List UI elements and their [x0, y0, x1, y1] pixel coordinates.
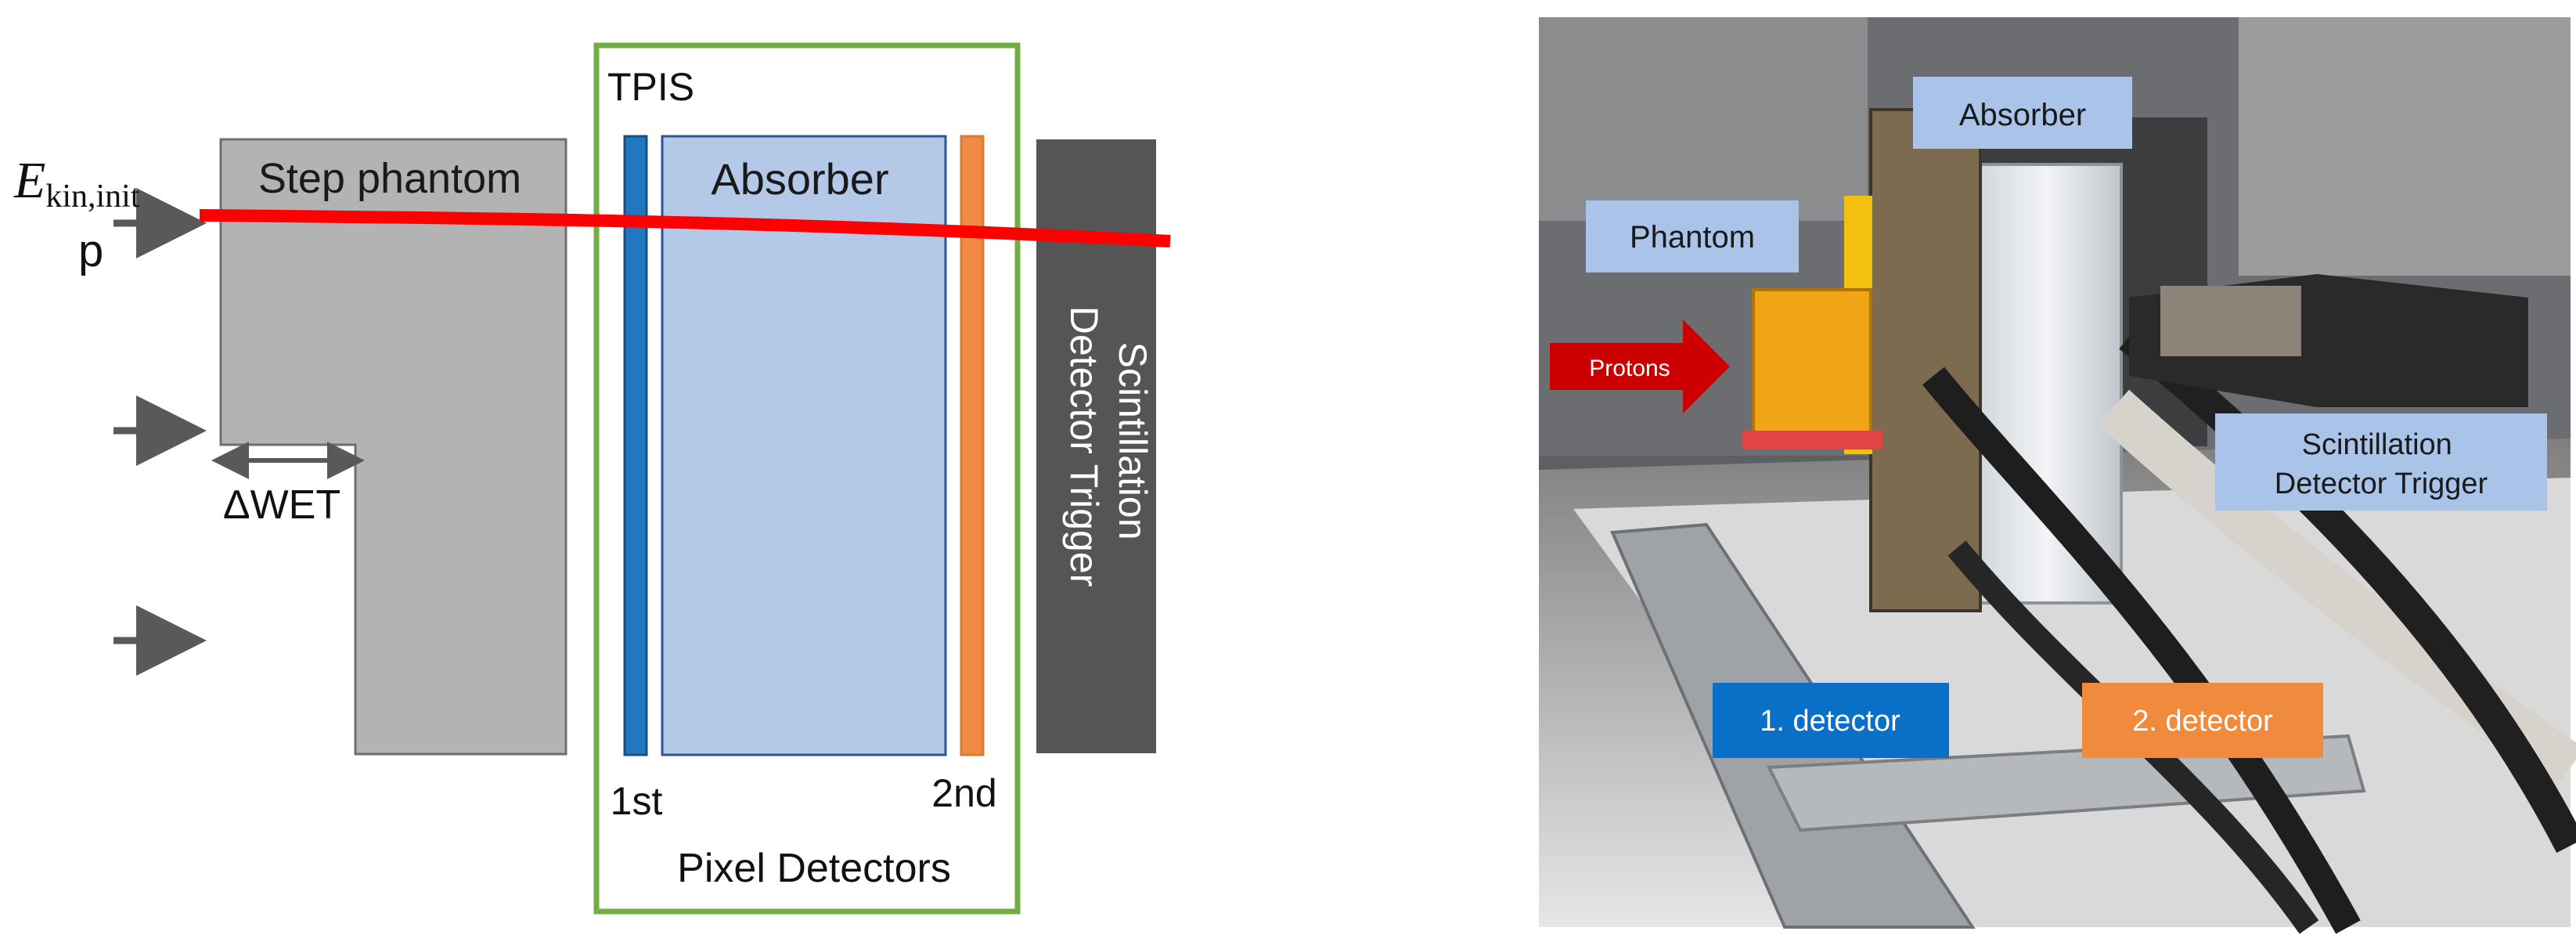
absorber — [661, 135, 947, 756]
photo-label-trigger-line1: Scintillation — [2302, 428, 2452, 461]
step-phantom — [219, 138, 567, 756]
photo-scintillator-cap — [2160, 286, 2301, 356]
phantom-label: Step phantom — [258, 155, 521, 202]
detector-2-label: 2nd — [931, 771, 996, 815]
photo-phantom-cube — [1752, 288, 1872, 440]
trigger-label-line2: Detector Trigger — [1062, 306, 1106, 586]
protons-arrow — [1550, 319, 1730, 413]
photo-label-trigger-line2: Detector Trigger — [2275, 467, 2488, 500]
trigger-label: Scintillation Detector Trigger — [1062, 306, 1155, 586]
photo-label-detector2-box — [2082, 683, 2323, 758]
detector-1-label: 1st — [611, 779, 663, 823]
energy-label: Ekin,init — [13, 152, 140, 215]
photo-label-phantom: Phantom — [1630, 220, 1755, 254]
energy-symbol: E — [13, 152, 45, 209]
particle-label: p — [78, 226, 103, 276]
photo-label-phantom-box — [1586, 200, 1799, 272]
photo-phantom-base — [1742, 431, 1882, 449]
trigger-label-line1: Scintillation — [1111, 342, 1155, 540]
tpis-label: TPIS — [607, 65, 694, 109]
photo-label-detector2: 2. detector — [2132, 705, 2273, 738]
photo-detector-board — [1869, 108, 1982, 612]
photo-label-detector1-box — [1713, 683, 1949, 758]
photo-ceiling-structure — [1539, 17, 1868, 221]
protons-label: Protons — [1589, 356, 1670, 381]
schematic: Step phantom Ekin,init p ΔWET TPIS Absor… — [13, 42, 1171, 915]
photo-label-detector1: 1. detector — [1760, 705, 1900, 738]
photo-label-absorber-box — [1913, 77, 2132, 149]
pixel-detectors-label: Pixel Detectors — [677, 846, 951, 891]
detector-1 — [623, 135, 648, 756]
photo-label-absorber: Absorber — [1959, 98, 2086, 132]
photo-cable-4 — [2119, 324, 2576, 854]
photo-label-trigger: Scintillation Detector Trigger — [2275, 428, 2488, 500]
absorber-label: Absorber — [711, 154, 888, 204]
photo-absorber-block — [1971, 163, 2123, 605]
proton-track — [199, 209, 1171, 247]
dwet-label: ΔWET — [223, 482, 340, 528]
detector-2 — [960, 135, 985, 756]
photo-label-trigger-box — [2215, 413, 2547, 511]
energy-subscript: kin,init — [45, 179, 140, 215]
photo-cabinet — [2239, 17, 2571, 276]
photo-cable-1 — [1922, 366, 2361, 934]
tpis-frame — [593, 42, 1021, 915]
